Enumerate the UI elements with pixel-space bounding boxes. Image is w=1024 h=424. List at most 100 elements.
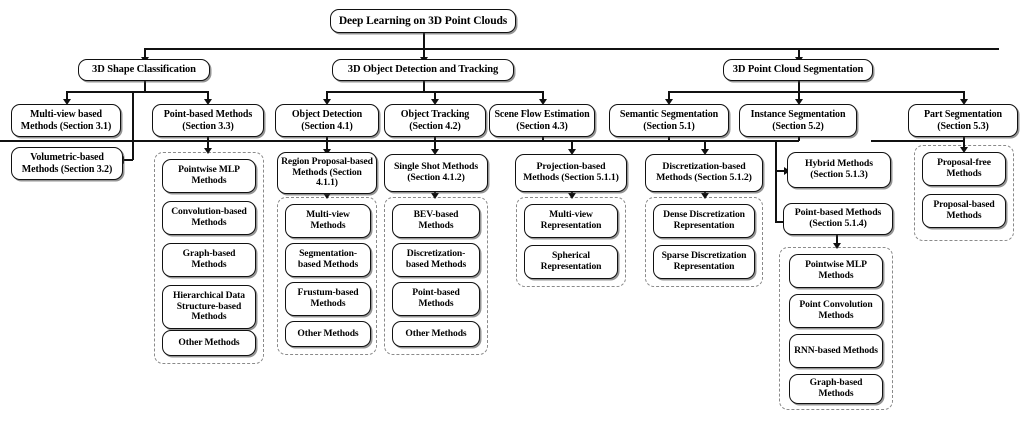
connector-to-pointbasedseg-run [775,221,785,223]
leaf-point-convolution[interactable]: Point Convolution Methods [789,294,883,328]
arrow-to-semantic-segmentation [664,99,673,105]
arrow-pointbasedseg-group [832,243,841,249]
leaf-dense-discretization[interactable]: Dense Discretization Representation [653,204,755,238]
connector-pointbasedseg-to-group [836,234,838,244]
connector-classification-to-volumetric-stem [132,91,134,160]
leaf-label: Point Convolution Methods [799,299,873,321]
connector-level1-drop-segmentation [798,48,800,58]
leaf-label: Point-based Methods [412,287,460,309]
node-point-based-methods-514[interactable]: Point-based Methods (Section 5.1.4) [783,203,893,235]
arrow-discretization-group [700,193,709,199]
leaf-spherical-representation[interactable]: Spherical Representation [524,245,618,279]
arrow-to-single-shot [430,149,439,155]
leaf-label: Convolution-based Methods [171,206,247,228]
node-object-detection-tracking[interactable]: 3D Object Detection and Tracking [332,59,514,81]
leaf-label: Pointwise MLP Methods [805,259,867,281]
node-object-detection-label: Object Detection (Section 4.1) [291,109,363,132]
arrow-to-point-based-methods [203,99,212,105]
node-multiview-based-label: Multi-view based Methods (Section 3.1) [20,109,112,132]
leaf-graph-based-segmentation[interactable]: Graph-based Methods [789,374,883,404]
arrow-to-object-tracking [430,99,439,105]
leaf-multiview-methods-detection[interactable]: Multi-view Methods [285,204,371,238]
leaf-proposal-based[interactable]: Proposal-based Methods [922,194,1006,228]
leaf-multiview-representation[interactable]: Multi-view Representation [524,204,618,238]
leaf-bev-based[interactable]: BEV-based Methods [392,204,480,238]
leaf-other-methods-classification[interactable]: Other Methods [162,330,256,356]
node-region-proposal-based[interactable]: Region Proposal-based Methods (Section 4… [277,152,377,194]
node-object-detection[interactable]: Object Detection (Section 4.1) [275,104,379,137]
node-hybrid-methods[interactable]: Hybrid Methods (Section 5.1.3) [787,152,891,188]
leaf-other-methods-singleshot[interactable]: Other Methods [392,321,480,347]
connector-part-drop [963,140,965,148]
leaf-other-methods-detection[interactable]: Other Methods [285,321,371,347]
connector-instance-riser [775,140,777,222]
node-point-based-methods[interactable]: Point-based Methods (Section 3.3) [152,104,264,137]
leaf-pointwise-mlp-segmentation[interactable]: Pointwise MLP Methods [789,254,883,288]
node-shape-classification-label: 3D Shape Classification [92,64,196,76]
node-semantic-segmentation[interactable]: Semantic Segmentation (Section 5.1) [609,104,729,137]
leaf-hierarchical-data-structure[interactable]: Hierarchical Data Structure-based Method… [162,285,256,329]
node-point-based-methods-514-label: Point-based Methods (Section 5.1.4) [794,207,882,229]
leaf-point-based-singleshot[interactable]: Point-based Methods [392,282,480,316]
leaf-label: Discretization-based Methods [405,248,467,270]
connector-level1-drop-classification [144,48,146,58]
node-object-detection-tracking-label: 3D Object Detection and Tracking [347,64,499,76]
leaf-label: Multi-view Methods [306,209,350,231]
leaf-label: Dense Discretization Representation [663,209,745,231]
arrow-to-part-segmentation [959,99,968,105]
node-semantic-segmentation-label: Semantic Segmentation (Section 5.1) [619,109,719,132]
leaf-label: BEV-based Methods [413,209,459,231]
arrow-to-instance-segmentation [794,99,803,105]
node-root[interactable]: Deep Learning on 3D Point Clouds [330,9,516,33]
leaf-graph-based-classification[interactable]: Graph-based Methods [162,243,256,277]
node-projection-based-methods[interactable]: Projection-based Methods (Section 5.1.1) [515,154,627,192]
connector-segmentation-stem [798,81,800,92]
connector-classification-bus [66,91,207,93]
connector-bus-drop-singleshot [434,140,436,150]
node-volumetric-based-label: Volumetric-based Methods (Section 3.2) [21,152,113,175]
leaf-segmentation-based-detection[interactable]: Segmentation-based Methods [285,243,371,277]
arrow-singleshot-group [430,193,439,199]
node-multiview-based[interactable]: Multi-view based Methods (Section 3.1) [11,104,121,137]
leaf-convolution-based-classification[interactable]: Convolution-based Methods [162,201,256,235]
connector-segmentation-drop-part [963,91,965,100]
arrow-to-multiview-based [62,99,71,105]
leaf-label: Graph-based Methods [182,248,236,270]
leaf-label: Proposal-free Methods [937,157,991,179]
leaf-label: Hierarchical Data Structure-based Method… [173,289,245,323]
leaf-rnn-based[interactable]: RNN-based Methods [789,334,883,368]
node-root-label: Deep Learning on 3D Point Clouds [338,14,508,27]
node-object-tracking[interactable]: Object Tracking (Section 4.2) [384,104,486,137]
leaf-pointwise-mlp-classification[interactable]: Pointwise MLP Methods [162,159,256,193]
node-scene-flow-estimation-label: Scene Flow Estimation (Section 4.3) [494,109,590,132]
connector-to-hybrid-run [775,170,785,172]
leaf-frustum-based-detection[interactable]: Frustum-based Methods [285,282,371,316]
leaf-label: Other Methods [405,327,467,339]
node-discretization-based-methods[interactable]: Discretization-based Methods (Section 5.… [645,154,763,192]
connector-classification-stem [144,81,146,92]
connector-detection-stem [423,81,425,92]
node-part-segmentation[interactable]: Part Segmentation (Section 5.3) [908,104,1018,137]
arrow-to-projection-based [567,149,576,155]
leaf-label: Proposal-based Methods [933,199,995,221]
connector-classification-to-volumetric-run [124,159,133,161]
node-shape-classification[interactable]: 3D Shape Classification [78,59,210,81]
node-part-segmentation-label: Part Segmentation (Section 5.3) [923,109,1002,132]
leaf-discretization-based-singleshot[interactable]: Discretization-based Methods [392,243,480,277]
node-single-shot-methods-label: Single Shot Methods (Section 4.1.2) [393,161,479,183]
connector-classification-drop-multiview [66,91,68,100]
connector-bus-drop-discretization [704,140,706,150]
node-scene-flow-estimation[interactable]: Scene Flow Estimation (Section 4.3) [489,104,595,137]
leaf-label: Multi-view Representation [540,209,602,231]
connector-objectdetection-to-regionproposal [326,137,328,150]
leaf-sparse-discretization[interactable]: Sparse Discretization Representation [653,245,755,279]
leaf-proposal-free[interactable]: Proposal-free Methods [922,152,1006,186]
connector-detection-drop-objectdetection [326,91,328,100]
node-single-shot-methods[interactable]: Single Shot Methods (Section 4.1.2) [384,154,488,192]
node-volumetric-based[interactable]: Volumetric-based Methods (Section 3.2) [11,147,123,180]
leaf-label: Graph-based Methods [809,377,863,399]
node-point-cloud-segmentation[interactable]: 3D Point Cloud Segmentation [723,59,873,81]
node-instance-segmentation[interactable]: Instance Segmentation (Section 5.2) [739,104,857,137]
leaf-label: Other Methods [178,336,240,348]
